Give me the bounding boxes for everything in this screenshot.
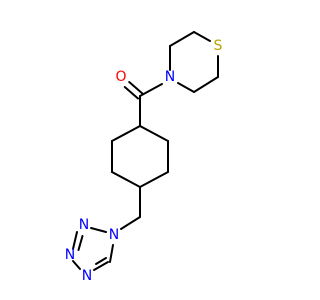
bond-tetrazole-c5-n1 — [109, 244, 114, 263]
atom-label-tetrazole-n2: N — [79, 217, 89, 233]
molecule-structure: O N S N N N N — [65, 31, 223, 284]
bond-carbonyl-morpholine-n — [139, 83, 163, 97]
bond-carbonyl-oxygen-a — [128, 81, 144, 95]
bond-tetrazole-n1-n2 — [90, 227, 107, 233]
bond-tetrazole-n2-n3-b — [77, 235, 84, 251]
bond-ring-c1-c2 — [169, 31, 195, 47]
bond-cyclohexane-3 — [111, 171, 141, 188]
bond-carbonyl-oxygen-b — [123, 86, 139, 100]
bond-ring-c4-n — [177, 82, 195, 93]
bond-ring-c3-c4 — [193, 76, 219, 93]
atom-label-tetrazole-n3: N — [65, 247, 75, 263]
atom-label-sulfur: S — [214, 38, 223, 54]
sulfur-atom: S — [214, 38, 223, 54]
tetrazole-n3-atom: N — [65, 247, 75, 263]
bond-tetrazole-n4-c5-b — [95, 257, 107, 265]
bond-tetrazole-n3-n4 — [72, 260, 81, 270]
bonds — [72, 31, 219, 271]
bond-tetrazole-n4-c5-a — [93, 261, 109, 271]
tetrazole-n2-atom: N — [79, 217, 89, 233]
bond-cyclohexane-1 — [111, 125, 141, 142]
bond-ring-c2-s — [193, 31, 211, 42]
oxygen-atom: O — [115, 69, 126, 85]
atom-label-oxygen: O — [115, 69, 126, 85]
bond-ch2-tetrazole-n — [120, 216, 141, 230]
atom-label-tetrazole-n1: N — [109, 227, 119, 243]
morpholine-nitrogen-atom: N — [165, 69, 175, 85]
atom-label-tetrazole-n4: N — [82, 268, 92, 284]
atom-label-morpholine-n: N — [165, 69, 175, 85]
bond-cyclohexane-6 — [139, 125, 169, 142]
atom-labels: O N S N N N N — [65, 38, 223, 284]
tetrazole-n1-atom: N — [109, 227, 119, 243]
bond-cyclohexane-4 — [139, 171, 169, 188]
tetrazole-n4-atom: N — [82, 268, 92, 284]
bond-tetrazole-n2-n3-a — [72, 231, 78, 250]
